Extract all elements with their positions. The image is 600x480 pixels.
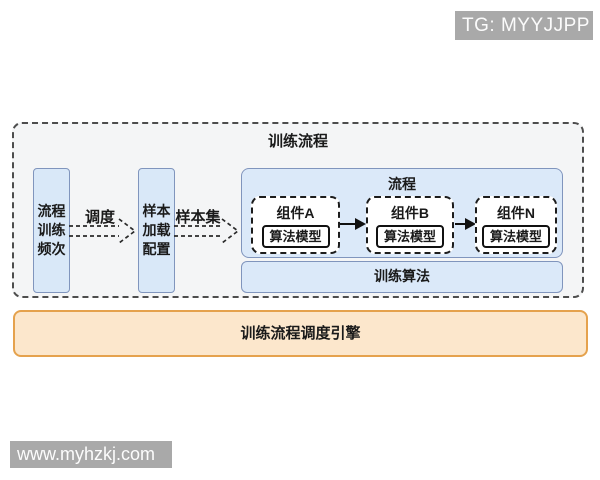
training-process-title: 训练流程	[267, 133, 328, 150]
dashed-arrow-icon	[69, 218, 137, 244]
dashed-arrow-icon	[174, 218, 240, 244]
component-n: 组件N 算法模型	[475, 196, 557, 254]
component-n-label: 组件N	[496, 205, 536, 221]
process-title: 流程	[388, 176, 416, 192]
edge-label-sample-set: 样本集	[175, 209, 221, 226]
solid-arrow-icon	[340, 218, 366, 230]
solid-arrow-icon	[455, 218, 476, 230]
component-a-model: 算法模型	[261, 225, 330, 248]
component-b-model: 算法模型	[376, 225, 444, 248]
component-b-label: 组件B	[390, 205, 430, 221]
watermark: www.myhzkj.com	[10, 441, 172, 468]
component-a-label: 组件A	[276, 205, 315, 221]
training-algorithm-bar: 训练算法	[241, 261, 563, 293]
component-a: 组件A 算法模型	[251, 196, 340, 254]
component-n-model: 算法模型	[482, 225, 550, 248]
node-frequency: 流程 训练 频次	[33, 168, 70, 293]
tg-badge: TG: MYYJJPP	[455, 11, 593, 40]
component-b: 组件B 算法模型	[366, 196, 454, 254]
scheduling-engine-bar: 训练流程调度引擎	[13, 310, 588, 357]
node-sample-config: 样本 加载 配置	[138, 168, 175, 293]
edge-label-schedule: 调度	[84, 209, 115, 226]
